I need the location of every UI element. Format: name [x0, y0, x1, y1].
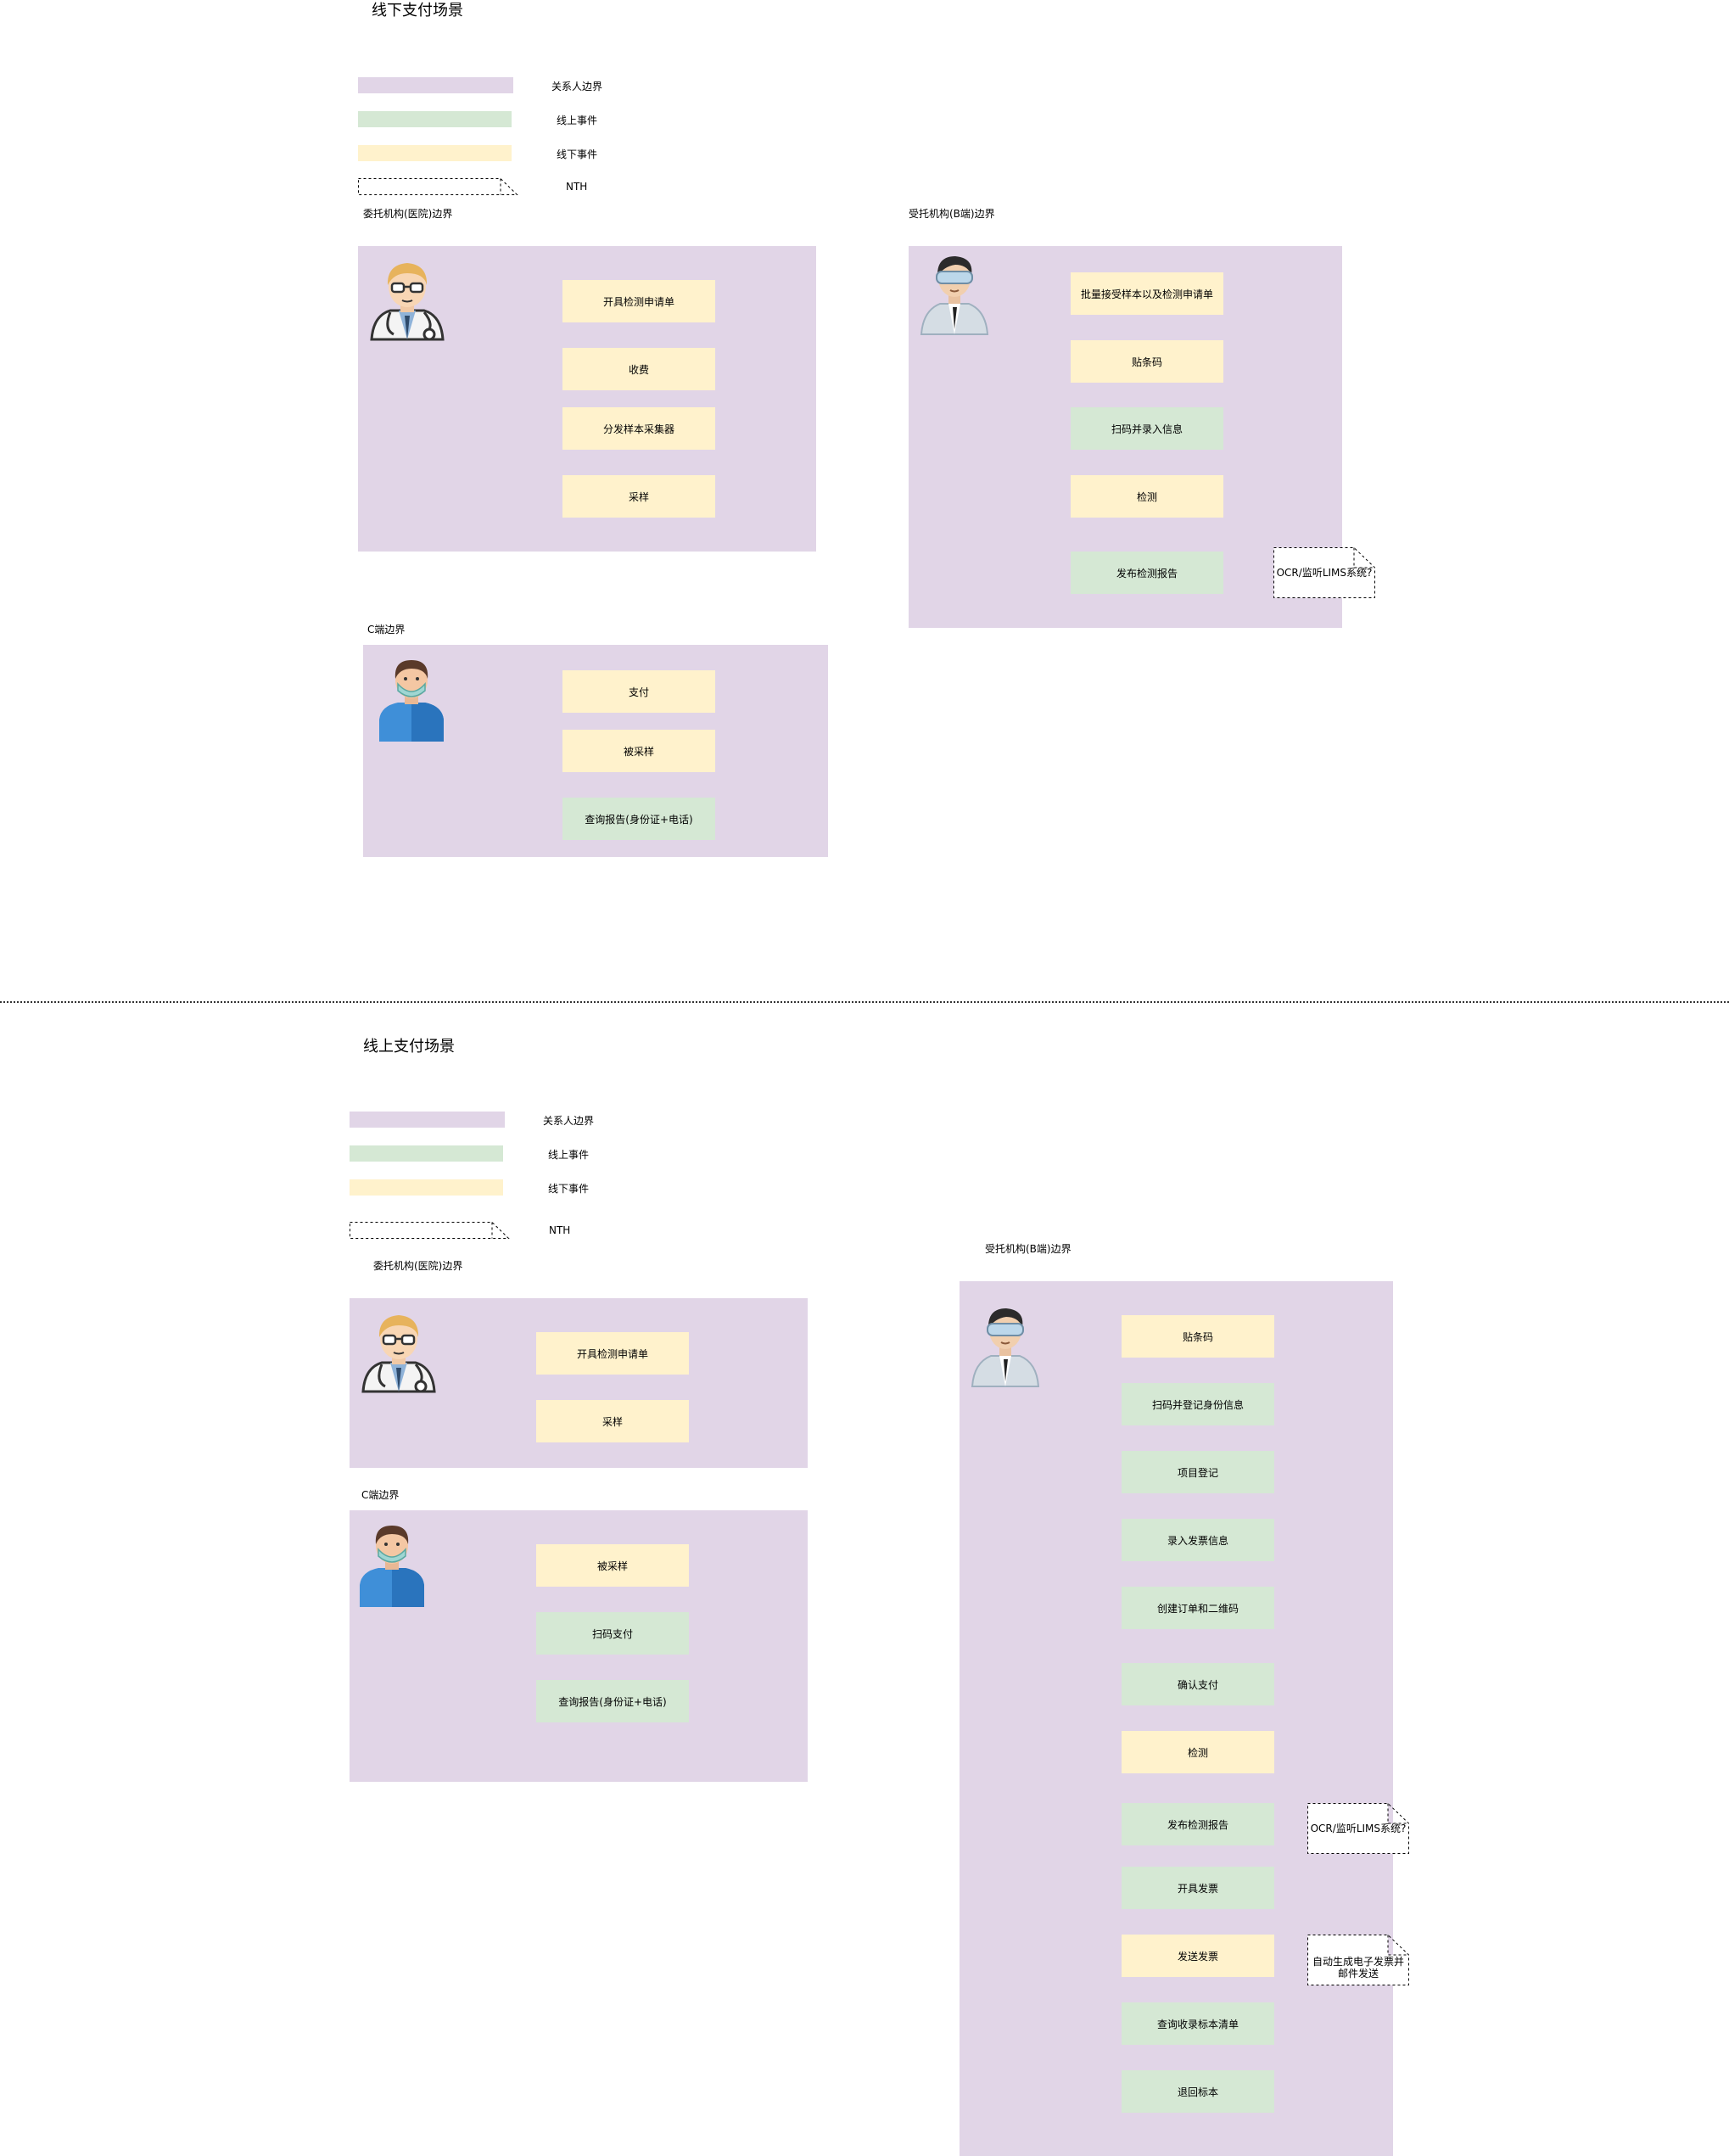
note-ocr-text: OCR/监听LIMS系统?	[1310, 1823, 1407, 1834]
customer-boundary-label: C端边界	[367, 624, 406, 636]
card-enter-invoice-info: 录入发票信息	[1122, 1519, 1274, 1561]
card-issue-application: 开具检测申请单	[562, 280, 715, 322]
card-scan-register-id: 扫码并登记身份信息	[1122, 1383, 1274, 1425]
card-query-report: 查询报告(身份证+电话)	[562, 798, 715, 840]
legend-online-swatch	[358, 111, 512, 127]
card-distribute-collector: 分发样本采集器	[562, 407, 715, 450]
legend-nth-swatch	[358, 178, 518, 195]
card-label-barcode: 贴条码	[1071, 340, 1223, 383]
card-label-barcode: 贴条码	[1122, 1315, 1274, 1358]
card-charge: 收费	[562, 348, 715, 390]
card-issue-invoice: 开具发票	[1122, 1867, 1274, 1909]
card-sampling: 采样	[536, 1400, 689, 1442]
offline-title: 线下支付场景	[372, 2, 463, 20]
card-query-specimen-list: 查询收录标本清单	[1122, 2002, 1274, 2045]
card-query-report: 查询报告(身份证+电话)	[536, 1680, 689, 1722]
card-scan-record: 扫码并录入信息	[1071, 407, 1223, 450]
card-batch-receive: 批量接受样本以及检测申请单	[1071, 272, 1223, 315]
note-ocr: OCR/监听LIMS系统?	[1307, 1803, 1409, 1854]
legend-offline-swatch	[358, 145, 512, 161]
note-auto-invoice: 自动生成电子发票并邮件发送	[1307, 1935, 1409, 1985]
legend-nth-label: NTH	[566, 181, 588, 193]
lab-technician-icon	[971, 1308, 1040, 1387]
card-issue-application: 开具检测申请单	[536, 1332, 689, 1375]
customer-icon	[379, 660, 444, 742]
card-pay: 支付	[562, 670, 715, 713]
card-item-register: 项目登记	[1122, 1451, 1274, 1493]
legend-online-label: 线上事件	[548, 1149, 590, 1161]
legend-nth-label: NTH	[549, 1224, 571, 1236]
card-be-sampled: 被采样	[536, 1544, 689, 1587]
card-be-sampled: 被采样	[562, 730, 715, 772]
card-create-order-qr: 创建订单和二维码	[1122, 1587, 1274, 1629]
doctor-icon	[361, 1315, 436, 1393]
customer-boundary-label: C端边界	[361, 1489, 400, 1501]
legend-boundary-label: 关系人边界	[551, 81, 603, 92]
customer-icon	[360, 1526, 424, 1607]
legend-online-label: 线上事件	[557, 115, 598, 126]
card-confirm-payment: 确认支付	[1122, 1663, 1274, 1705]
card-send-invoice: 发送发票	[1122, 1935, 1274, 1977]
hospital-boundary-label: 委托机构(医院)边界	[373, 1260, 463, 1272]
legend-offline-swatch	[350, 1179, 503, 1196]
note-ocr: OCR/监听LIMS系统?	[1273, 547, 1375, 598]
card-return-specimen: 退回标本	[1122, 2070, 1274, 2113]
legend-online-swatch	[350, 1145, 503, 1162]
doctor-icon	[370, 263, 445, 341]
card-test: 检测	[1122, 1731, 1274, 1773]
legend-boundary-swatch	[350, 1112, 505, 1128]
card-test: 检测	[1071, 475, 1223, 518]
card-sampling: 采样	[562, 475, 715, 518]
card-publish-report: 发布检测报告	[1122, 1803, 1274, 1845]
lab-technician-icon	[920, 256, 989, 335]
note-auto-invoice-text: 自动生成电子发票并邮件发送	[1312, 1956, 1405, 1980]
legend-offline-label: 线下事件	[548, 1183, 590, 1195]
legend-boundary-swatch	[358, 77, 513, 93]
section-divider	[0, 1001, 1729, 1003]
lab-boundary-label: 受托机构(B端)边界	[909, 208, 995, 220]
card-publish-report: 发布检测报告	[1071, 552, 1223, 594]
lab-boundary-label: 受托机构(B端)边界	[985, 1243, 1072, 1255]
card-scan-pay: 扫码支付	[536, 1612, 689, 1655]
note-ocr-text: OCR/监听LIMS系统?	[1276, 567, 1373, 579]
hospital-boundary-label: 委托机构(医院)边界	[363, 208, 453, 220]
legend-boundary-label: 关系人边界	[543, 1115, 595, 1127]
online-title: 线上支付场景	[363, 1038, 455, 1056]
legend-nth-swatch	[350, 1222, 510, 1239]
legend-offline-label: 线下事件	[557, 148, 598, 160]
